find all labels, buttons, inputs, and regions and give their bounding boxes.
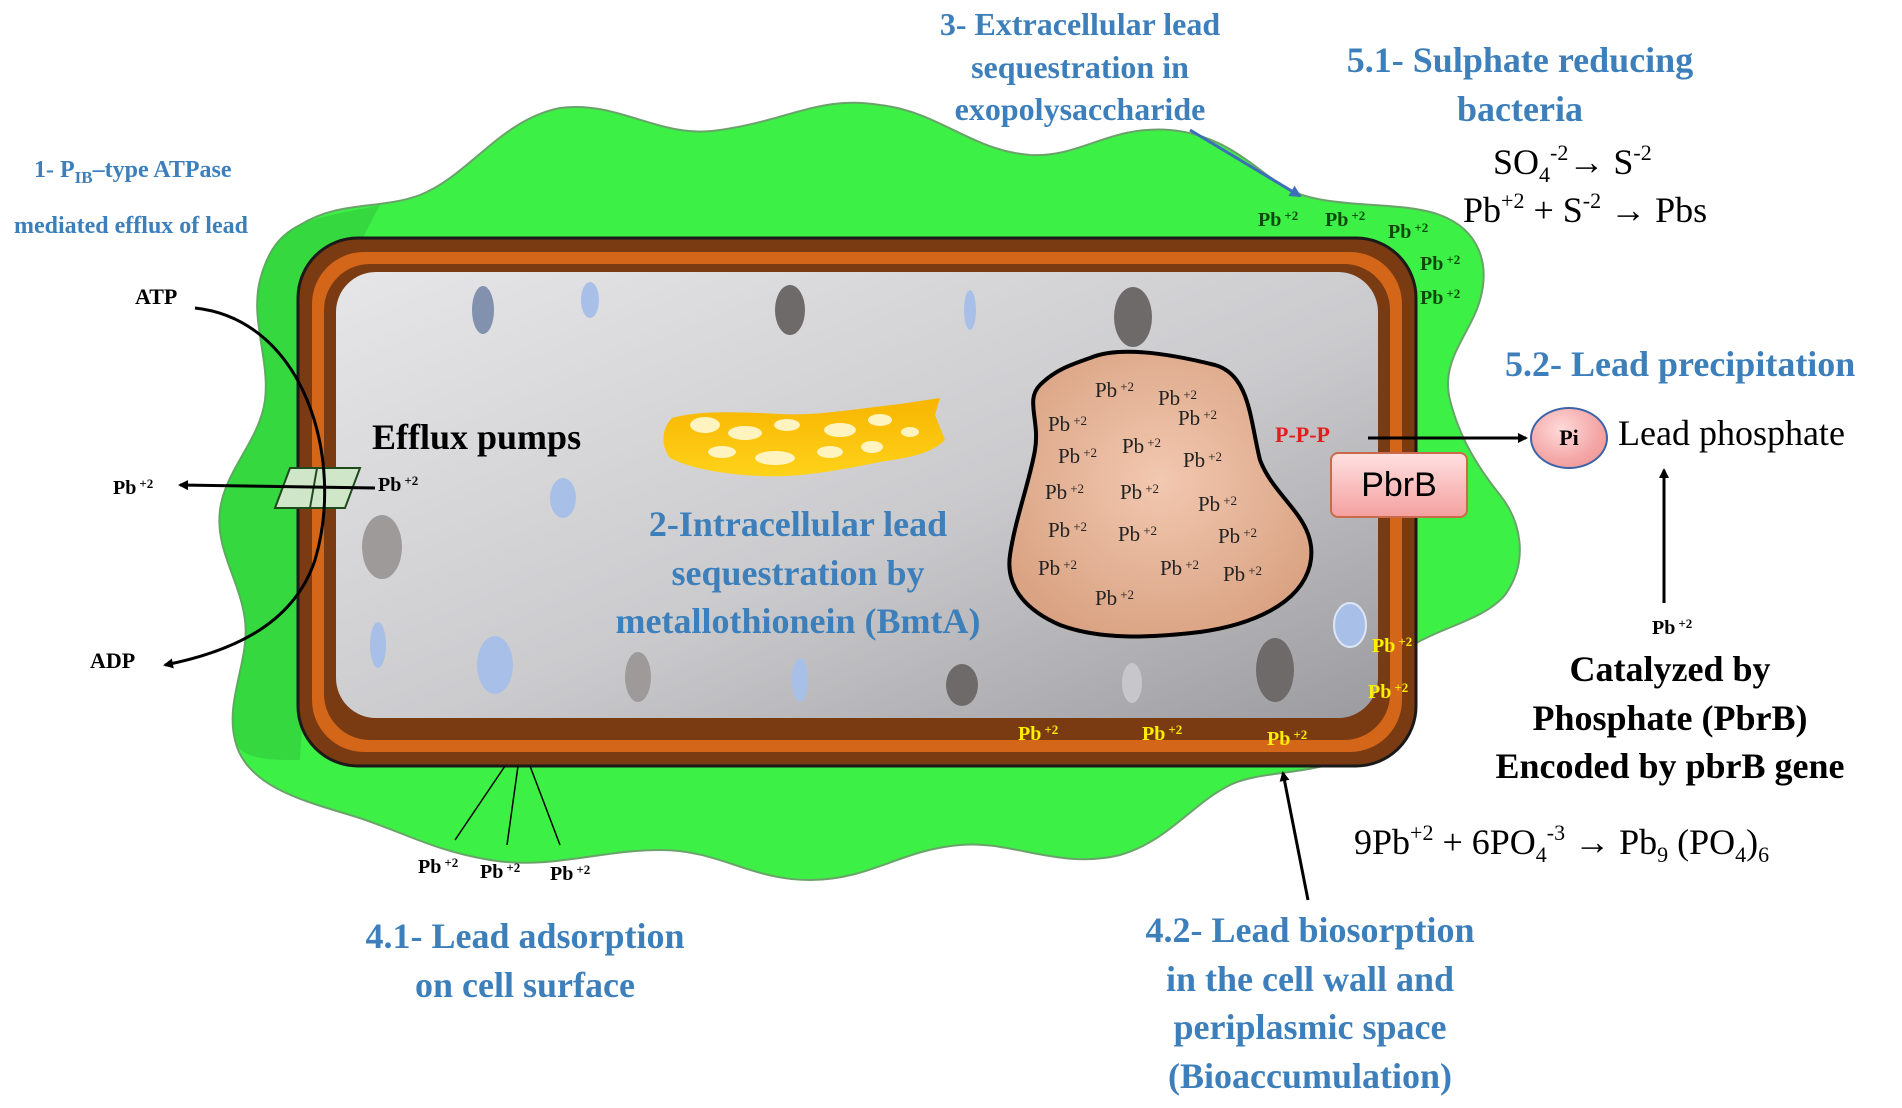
pb-ion-intracellular: Pb+2 <box>1038 556 1078 580</box>
metallothionein-structure <box>663 398 945 477</box>
pb-ion-intracellular: Pb+2 <box>1118 522 1158 546</box>
extracellular-line1: 3- Extracellular lead <box>939 6 1221 42</box>
pb-ion-capsule: Pb+2 <box>1258 208 1299 231</box>
pb-ion-intracellular: Pb+2 <box>1158 386 1198 410</box>
extracellular-label: 3- Extracellular lead sequestration in e… <box>870 3 1290 131</box>
adsorption-line1: 4.1- Lead adsorption <box>365 916 685 956</box>
pb-ion-intracellular: Pb+2 <box>1095 378 1135 402</box>
inclusion-bodies <box>362 282 1367 706</box>
biosorption-line4: (Bioaccumulation) <box>1168 1055 1452 1096</box>
pb-ion-capsule: Pb+2 <box>1420 286 1461 309</box>
catalyzed-line2: Phosphate (PbrB) <box>1532 697 1808 738</box>
pb-ion-cell-wall: Pb+2 <box>1368 680 1409 703</box>
catalysis-pb-ion: Pb+2 <box>1652 616 1693 639</box>
lead-phosphate-label: Lead phosphate <box>1618 413 1845 453</box>
pb-ion-cell-wall: Pb+2 <box>1372 634 1413 657</box>
efflux-pumps-label: Efflux pumps <box>372 417 582 457</box>
adsorption-line2: on cell surface <box>415 964 635 1005</box>
pb-ion-intracellular: Pb+2 <box>1045 480 1085 504</box>
adsorption-lines <box>454 765 561 846</box>
pb-ion-intracellular: Pb+2 <box>1218 524 1258 548</box>
patpase-line2: mediated efflux of lead <box>14 213 248 239</box>
pb-ion-intracellular: Pb+2 <box>1223 562 1263 586</box>
biosorption-line2: in the cell wall and <box>1165 958 1455 999</box>
pb-ion-intracellular: Pb+2 <box>1160 556 1200 580</box>
intracellular-label: 2-Intracellular lead sequestration by me… <box>578 500 1018 646</box>
pb-ion-intracellular: Pb+2 <box>1198 492 1238 516</box>
pbs-equation: Pb+2 + S-2 → Pbs <box>1463 188 1708 230</box>
pb-ion-adsorbed: Pb+2 <box>418 855 459 878</box>
biosorption-line1: 4.2- Lead biosorption <box>1145 910 1475 950</box>
extracellular-line2: sequestration in <box>971 48 1189 85</box>
patpase-label: 1- PIB–type ATPase <box>34 156 232 188</box>
efflux-in-pb-ion: Pb+2 <box>378 473 419 496</box>
pb-ion-intracellular: Pb+2 <box>1095 586 1135 610</box>
pb-ion-intracellular: Pb+2 <box>1178 406 1218 430</box>
lead-accumulation-blob <box>1007 349 1314 639</box>
efflux-arrow <box>178 480 376 491</box>
pi-bubble: Pi <box>1530 407 1608 469</box>
pb-ion-intracellular: Pb+2 <box>1048 518 1088 542</box>
pb-ion-intracellular: Pb+2 <box>1048 412 1088 436</box>
extracellular-line3: exopolysaccharide <box>954 91 1206 128</box>
srb-label: 5.1- Sulphate reducing bacteria <box>1310 36 1730 133</box>
ppp-label: P-P-P <box>1275 422 1330 447</box>
patpase-prefix: 1- P <box>34 157 75 183</box>
pb-ion-capsule: Pb+2 <box>1388 220 1429 243</box>
srb-line1: 5.1- Sulphate reducing <box>1346 40 1694 80</box>
catalyzed-line1: Catalyzed by <box>1569 649 1771 689</box>
adsorption-label: 4.1- Lead adsorption on cell surface <box>310 912 740 1009</box>
intracellular-line2: sequestration by <box>671 552 925 593</box>
srb-line2: bacteria <box>1457 88 1583 129</box>
lead-phosphate-equation: 9Pb+2 + 6PO4-3 → Pb9 (PO4)6 <box>1354 820 1770 867</box>
pb-ion-intracellular: Pb+2 <box>1122 434 1162 458</box>
pb-ion-cell-wall: Pb+2 <box>1267 727 1308 750</box>
pb-ion-cell-wall: Pb+2 <box>1142 722 1183 745</box>
pb-ion-intracellular: Pb+2 <box>1120 480 1160 504</box>
intracellular-line1: 2-Intracellular lead <box>648 504 948 544</box>
precipitation-title: 5.2- Lead precipitation <box>1505 344 1856 384</box>
efflux-out-pb-ion: Pb+2 <box>113 476 154 499</box>
pb-ion-adsorbed: Pb+2 <box>480 860 521 883</box>
sulfate-equation: SO4-2→ S-2 <box>1493 140 1652 187</box>
patpase-sub: IB <box>74 167 93 187</box>
pb-ion-capsule: Pb+2 <box>1420 252 1461 275</box>
biosorption-line3: periplasmic space <box>1173 1007 1447 1048</box>
atp-label: ATP <box>135 284 178 309</box>
pb-ion-capsule: Pb+2 <box>1325 208 1366 231</box>
adp-label: ADP <box>90 648 136 673</box>
patpase-rest: –type ATPase <box>92 157 232 183</box>
pb-ion-intracellular: Pb+2 <box>1183 448 1223 472</box>
catalyzed-label: Catalyzed by Phosphate (PbrB) Encoded by… <box>1440 645 1900 791</box>
pbrb-enzyme-box: PbrB <box>1330 452 1468 518</box>
pb-ion-adsorbed: Pb+2 <box>550 862 591 885</box>
pb-ion-cell-wall: Pb+2 <box>1018 722 1059 745</box>
atp-adp-arc <box>163 306 327 669</box>
biosorption-label: 4.2- Lead biosorption in the cell wall a… <box>1090 906 1530 1100</box>
extracellular-arrow <box>1189 128 1302 198</box>
pb-ion-intracellular: Pb+2 <box>1058 444 1098 468</box>
biosorption-arrow <box>1279 771 1310 901</box>
intracellular-line3: metallothionein (BmtA) <box>615 601 981 642</box>
catalyzed-line3: Encoded by pbrB gene <box>1495 746 1845 787</box>
